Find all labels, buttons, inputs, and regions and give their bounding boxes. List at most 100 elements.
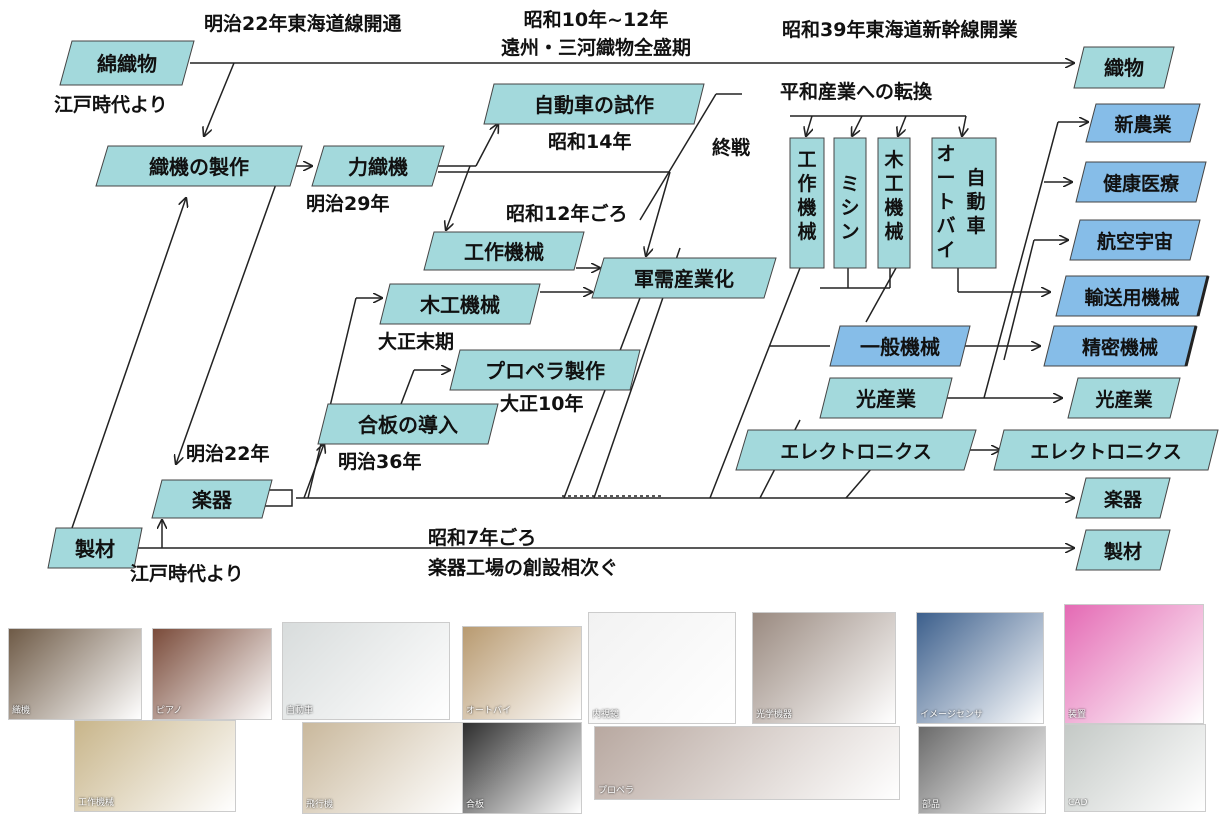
node-koku-label: 航空宇宙 [1097,230,1173,253]
node-yuso-label: 輸送用機械 [1084,286,1179,309]
pink-device-photo: 装置 [1064,604,1204,724]
node-menorimono-label: 綿織物 [97,52,157,76]
node-hikari-label: 光産業 [855,387,917,411]
node-hikari-r: 光産業 [1067,377,1181,419]
photo-caption: イメージセンサ [920,710,983,720]
node-gakki: 楽器 [151,479,273,519]
airplane-photo: 飛行機 [302,722,464,814]
piano-photo: ピアノ [152,628,272,720]
node-seizai: 製材 [47,527,143,569]
node-v-jidosha-label: 自動車 [966,166,985,237]
node-electronics-r: エレクトロニクス [993,429,1219,471]
machine-tool-photo: 工作機械 [74,720,236,812]
endoscope-photo: 内視鏡 [588,612,736,724]
photo-caption: ピアノ [156,706,183,716]
node-gunju-label: 軍需産業化 [634,267,734,291]
label-showa12: 昭和12年ごろ [506,202,627,225]
node-gunju: 軍需産業化 [591,257,777,299]
node-seizai-r: 製材 [1075,529,1171,571]
label-showa39: 昭和39年東海道新幹線開業 [782,18,1018,41]
photo-caption: 工作機械 [78,798,115,808]
node-kosaku-kikai: 工作機械 [423,231,585,271]
node-seizai-label: 製材 [75,537,115,561]
node-electronics-r-label: エレクトロニクス [1030,441,1181,463]
node-seimitsu-label: 精密機械 [1082,336,1158,359]
photo-caption: 部品 [922,800,941,810]
node-gakki-r: 楽器 [1075,477,1171,519]
label-gakki-kojo: 楽器工場の創設相次ぐ [428,556,618,579]
photo-caption: 自動車 [286,706,314,716]
node-kenko: 健康医療 [1075,161,1207,203]
label-meiji29: 明治29年 [306,192,389,215]
photo-caption: オートバイ [466,706,512,716]
node-hikari: 光産業 [819,377,953,419]
node-yuso: 輸送用機械 [1055,275,1210,317]
label-enshu-mikawa: 遠州・三河織物全盛期 [501,36,691,59]
node-shin-nogyo-label: 新農業 [1114,113,1172,136]
node-kosaku-kikai-label: 工作機械 [464,240,544,264]
photo-caption: 光学機器 [756,710,793,720]
label-taisho10: 大正10年 [500,392,583,415]
photo-caption: CAD [1068,798,1088,808]
node-electronics-mid: エレクトロニクス [735,429,977,471]
node-orimono-label: 織物 [1104,56,1144,80]
node-propeller-label: プロペラ製作 [485,359,605,383]
cad-screen-photo: CAD [1064,724,1206,812]
node-jidosha-shisaku: 自動車の試作 [483,83,705,125]
node-mokko-kikai-label: 木工機械 [419,293,500,317]
node-v-mishin: ミシン [833,137,867,269]
node-v-kosaku: 工作機械 [789,137,825,269]
node-rikishokki-label: 力織機 [348,155,408,179]
node-ippan-kikai: 一般機械 [829,325,971,367]
label-heiwa: 平和産業への転換 [780,80,933,103]
node-v-jidosha-autobai: 自動車 オートバイ [931,137,997,269]
lens-photo: 光学機器 [752,612,896,724]
node-koku: 航空宇宙 [1069,219,1201,261]
photo-caption: 飛行機 [306,800,334,810]
node-hikari-r-label: 光産業 [1094,388,1153,411]
label-meiji22-tokaido: 明治22年東海道線開通 [204,12,402,35]
impeller-photo: 部品 [918,726,1046,814]
label-showa14: 昭和14年 [548,130,631,153]
loom-photo: 織機 [8,628,142,720]
node-v-kosaku-label: 工作機械 [797,149,816,243]
node-v-mokko: 木工機械 [877,137,911,269]
node-ippan-kikai-label: 一般機械 [860,335,940,359]
node-gohan-label: 合板の導入 [358,413,458,437]
node-kenko-label: 健康医療 [1103,172,1180,195]
node-menorimono: 綿織物 [59,40,195,86]
node-v-autobai-label: オートバイ [936,143,955,261]
node-propeller: プロペラ製作 [449,349,641,391]
label-showa7: 昭和7年ごろ [428,526,536,549]
node-mokko-kikai: 木工機械 [379,283,541,325]
node-gakki-r-label: 楽器 [1104,488,1143,511]
car-photo: 自動車 [282,622,450,720]
node-seimitsu: 精密機械 [1043,325,1198,367]
node-gohan: 合板の導入 [317,403,499,445]
label-taisho-matsu: 大正末期 [378,330,454,353]
node-v-mishin-label: ミシン [840,173,859,243]
label-shusen: 終戦 [712,136,750,159]
node-shokki-label: 織機の製作 [149,155,249,179]
motorbike-photo: オートバイ [462,626,582,720]
propeller-photo: プロペラ [594,726,900,800]
label-meiji36: 明治36年 [338,450,421,473]
label-edo-1: 江戸時代より [54,94,168,116]
node-electronics-mid-label: エレクトロニクス [780,441,931,463]
photo-caption: 織機 [12,706,31,716]
photo-caption: プロペラ [598,786,635,796]
node-jidosha-shisaku-label: 自動車の試作 [534,93,654,117]
photo-caption: 装置 [1068,710,1087,720]
node-v-mokko-label: 木工機械 [883,148,904,243]
node-gakki-label: 楽器 [192,488,233,512]
label-showa10-12: 昭和10年~12年 [524,8,669,31]
node-seizai-r-label: 製材 [1103,540,1142,563]
node-shokki: 織機の製作 [95,145,303,187]
node-orimono: 織物 [1073,46,1175,89]
plywood-label-photo: 合板 [462,722,582,814]
label-edo-2: 江戸時代より [130,563,244,585]
sensor-chip-photo: イメージセンサ [916,612,1044,724]
photo-caption: 内視鏡 [592,710,620,720]
node-shin-nogyo: 新農業 [1085,103,1201,143]
